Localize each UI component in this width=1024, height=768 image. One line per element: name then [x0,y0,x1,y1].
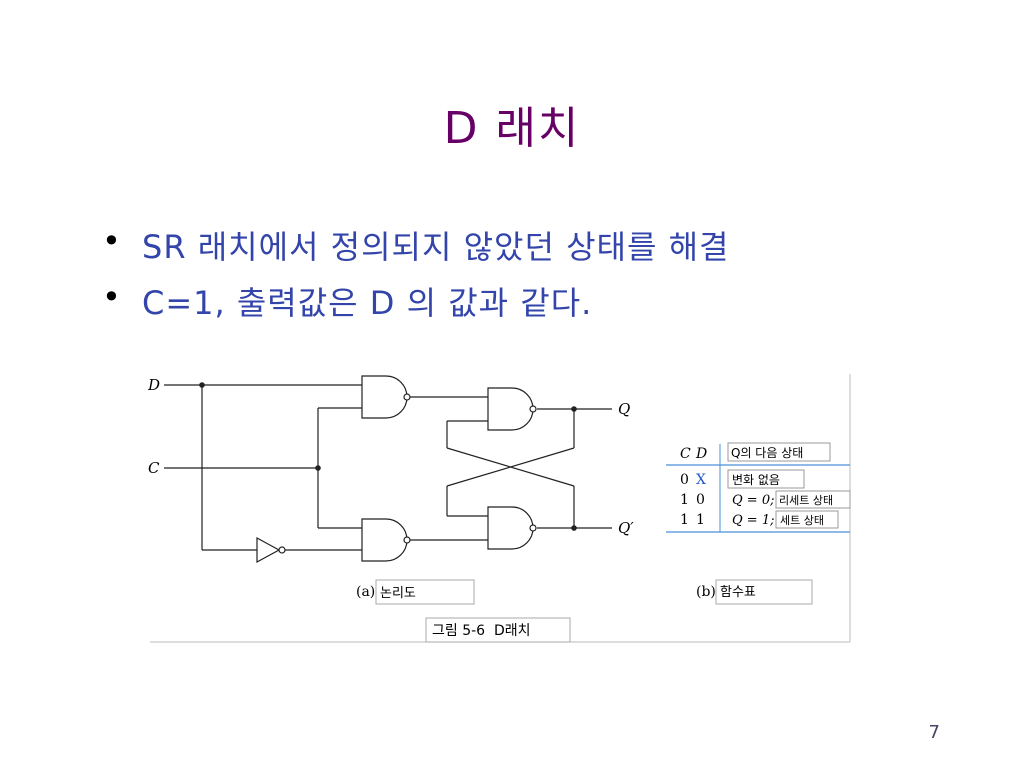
sub-b-label: 함수표 [720,585,756,600]
table-header-d: D [695,446,707,462]
table-header-next-box [727,442,831,462]
sub-a-label: 논리도 [380,586,416,601]
row-next-box [775,510,839,529]
sub-b-tag: (b) [696,584,716,600]
figure-caption: 그림 5-6 D래치 [432,623,531,639]
bullet-dot-icon: • [102,278,122,316]
bullet-text: SR 래치에서 정의되지 않았던 상태를 해결 [142,228,730,266]
d-latch-diagram: D C Q Q′ C D Q의 다음 상태 0 X 변화 없음 1 0 Q [147,374,851,643]
row-value: Q = 1; [732,513,774,528]
page-number: 7 [928,722,940,743]
row-next: 세트 상태 [780,514,824,527]
d-latch-figure: D C Q Q′ C D Q의 다음 상태 0 X 변화 없음 1 0 Q [142,368,854,648]
sub-b-label-box [715,579,813,605]
caption-box [425,617,571,643]
row-d: X [696,472,706,488]
bullet-item: • C=1, 출력값은 D 의 값과 같다. [102,278,982,334]
table-row: 0 X 변화 없음 [680,469,805,489]
table-row: 1 1 Q = 1; 세트 상태 [680,510,839,529]
table-header-c: C [680,446,691,462]
nand-gate-4 [487,506,537,550]
input-c-label: C [148,459,160,477]
output-q-prime-label: Q′ [618,519,634,537]
bullet-dot-icon: • [102,222,122,260]
junction-dots [199,382,577,531]
row-next-box [775,490,851,509]
row-c: 1 [680,512,689,528]
row-next-box [727,469,805,489]
nand-gate-2 [361,518,411,562]
output-q-label: Q [618,400,630,418]
row-c: 1 [680,492,689,508]
inverter-gate [256,536,286,564]
nand-gate-1 [361,375,411,419]
sub-a-tag: (a) [356,584,375,600]
bullet-text: C=1, 출력값은 D 의 값과 같다. [142,284,593,322]
nand-gate-3 [487,387,537,431]
bullet-list: • SR 래치에서 정의되지 않았던 상태를 해결 • C=1, 출력값은 D … [102,222,982,334]
row-c: 0 [680,472,689,488]
table-header-next: Q의 다음 상태 [731,446,803,460]
row-next: 리세트 상태 [779,494,833,507]
row-d: 0 [696,492,705,508]
row-next: 변화 없음 [732,473,780,487]
truth-table: C D Q의 다음 상태 0 X 변화 없음 1 0 Q = 0; 리세트 상태 [666,442,851,533]
input-d-label: D [147,376,160,394]
slide-title: D 래치 [443,103,581,154]
row-d: 1 [696,512,705,528]
sub-a-label-box [375,579,475,605]
table-row: 1 0 Q = 0; 리세트 상태 [680,490,851,509]
bullet-item: • SR 래치에서 정의되지 않았던 상태를 해결 [102,222,982,278]
row-value: Q = 0; [732,493,774,508]
